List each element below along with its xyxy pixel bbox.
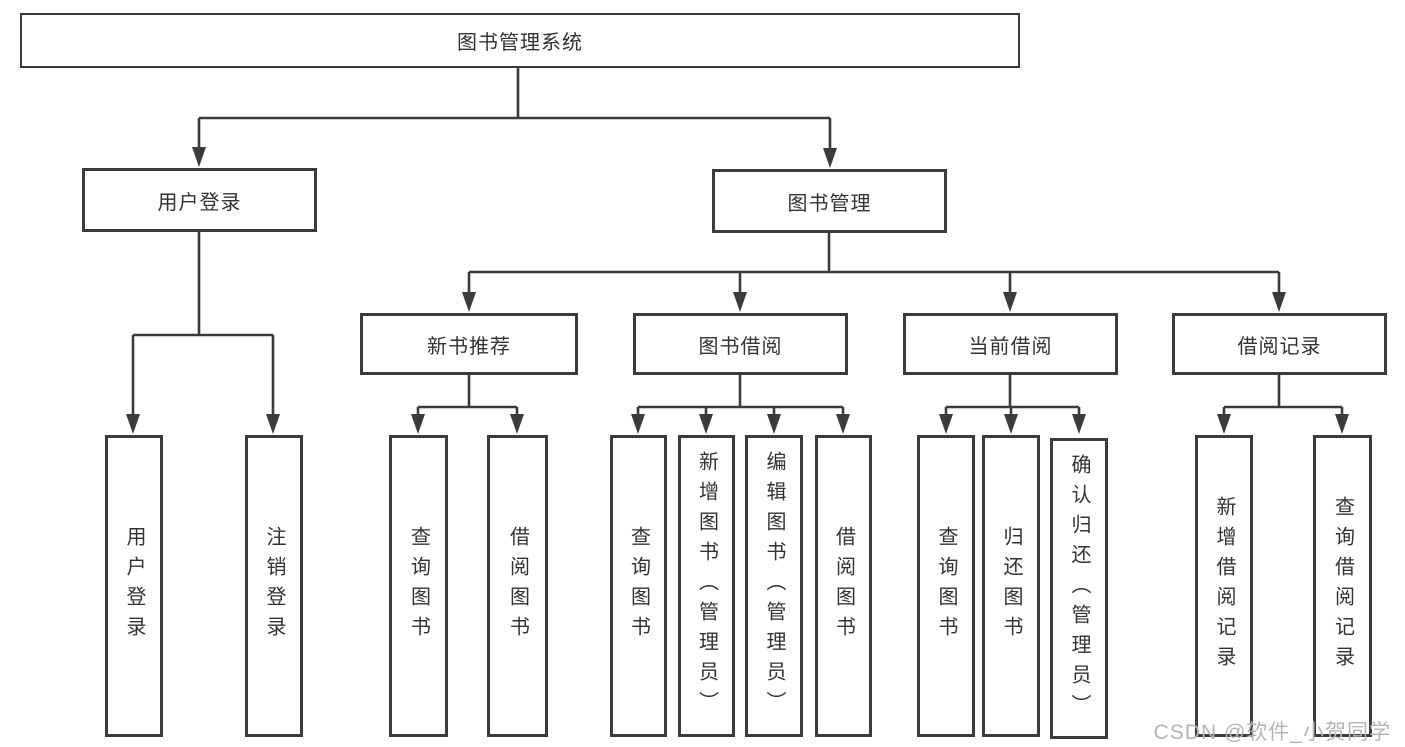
node-label: 当前借阅 (968, 335, 1053, 358)
leaf-query-books-2: 查询图书 (610, 435, 667, 737)
node-label: 新书推荐 (427, 335, 511, 358)
node-book-borrow: 图书借阅 (633, 313, 848, 375)
node-label: 借阅图书 (506, 526, 529, 646)
leaf-logout: 注销登录 (245, 435, 303, 737)
node-label: 查询图书 (627, 526, 650, 646)
node-book-management: 图书管理 (712, 169, 947, 233)
leaf-add-borrow-record: 新增借阅记录 (1195, 435, 1253, 737)
leaf-query-borrow-record: 查询借阅记录 (1313, 435, 1372, 737)
leaf-return-books: 归还图书 (982, 435, 1040, 737)
leaf-user-login: 用户登录 (105, 435, 163, 737)
node-new-book-recommend: 新书推荐 (360, 313, 578, 375)
leaf-confirm-return-admin: 确认归还（管理员） (1050, 438, 1108, 739)
node-user-login: 用户登录 (82, 168, 317, 232)
node-borrow-records: 借阅记录 (1172, 313, 1387, 375)
node-label: 查询图书 (407, 526, 430, 646)
node-label: 用户登录 (123, 526, 145, 646)
node-label: 借阅记录 (1237, 335, 1322, 358)
node-label: 查询借阅记录 (1331, 496, 1354, 676)
node-label: 查询图书 (935, 526, 957, 646)
node-label: 用户登录 (157, 191, 242, 214)
node-label: 注销登录 (263, 526, 285, 646)
node-label: 确认归还（管理员） (1068, 453, 1090, 724)
node-label: 图书管理系统 (457, 32, 583, 54)
leaf-edit-books-admin: 编辑图书（管理员） (745, 435, 803, 737)
csdn-watermark: CSDN @软件_小贺同学 (1153, 721, 1391, 744)
node-label: 新增图书（管理员） (695, 451, 718, 721)
leaf-query-books-1: 查询图书 (389, 435, 448, 737)
node-label: 新增借阅记录 (1213, 496, 1235, 676)
node-label: 归还图书 (1000, 526, 1022, 646)
leaf-borrow-books-1: 借阅图书 (487, 435, 548, 737)
node-library-system: 图书管理系统 (20, 13, 1020, 68)
node-label: 借阅图书 (832, 526, 855, 646)
leaf-borrow-books-2: 借阅图书 (815, 435, 872, 737)
node-label: 图书借阅 (698, 335, 783, 358)
leaf-query-books-3: 查询图书 (917, 435, 975, 737)
node-label: 编辑图书（管理员） (763, 451, 785, 721)
leaf-add-books-admin: 新增图书（管理员） (678, 435, 735, 737)
node-current-borrow: 当前借阅 (903, 313, 1118, 375)
node-label: 图书管理 (787, 192, 872, 215)
